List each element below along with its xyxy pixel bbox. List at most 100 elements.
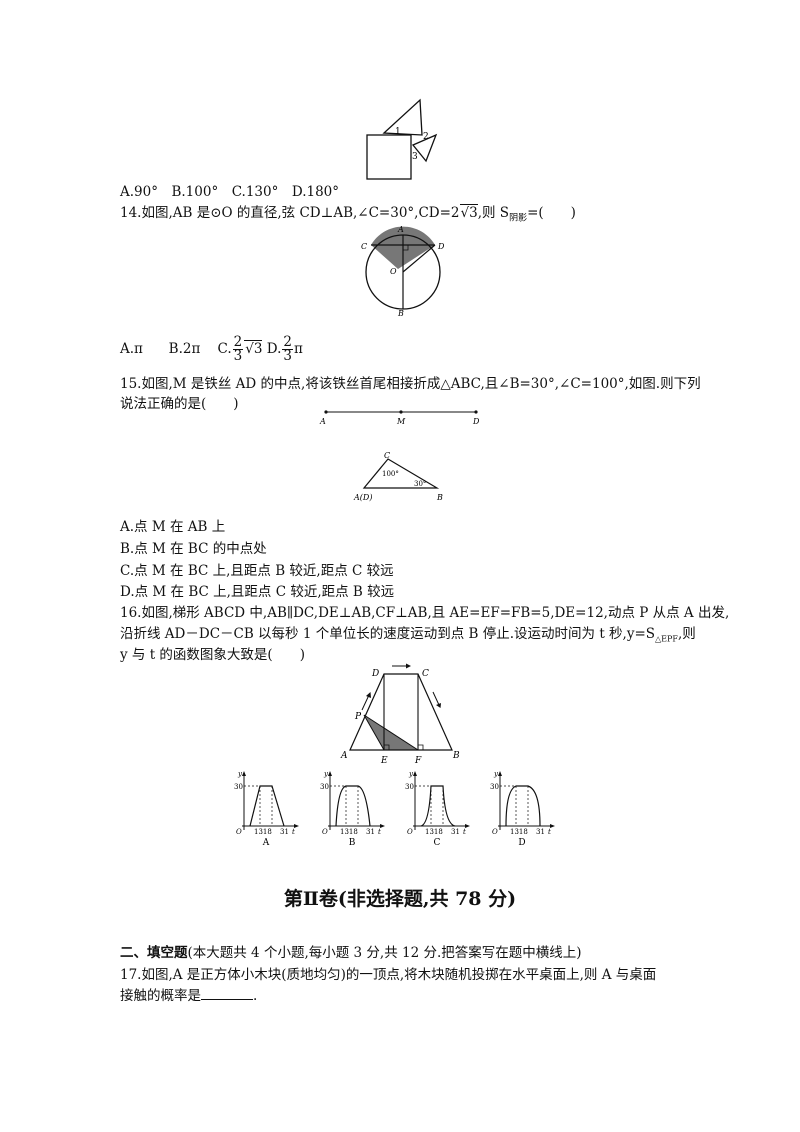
graph-curve (335, 785, 371, 827)
q14-label-d: D (437, 242, 445, 251)
q15-label-a: A (319, 417, 326, 426)
q16-stem-line3: y 与 t 的函数图象大致是( ) (120, 647, 305, 663)
q16-right-angle-e (384, 744, 390, 750)
graph-label-o: O (407, 828, 413, 836)
q14-opt-b: B.2π (168, 341, 201, 357)
q15-point-d (474, 410, 478, 414)
q14-label-a: A (397, 225, 404, 234)
q14-sqrt: √3 (459, 204, 478, 221)
graph-curve (505, 785, 541, 827)
q15-label-m: M (396, 417, 406, 426)
q15-label-angle-b: 30° (414, 480, 426, 488)
q14-opt-d-den: 3 (283, 348, 292, 364)
q15-point-m (399, 410, 403, 414)
q16-shaded-triangle (363, 714, 420, 751)
graph-option-name: D (518, 838, 525, 848)
graph-option-name: B (349, 838, 356, 848)
q13-triangle-top (382, 98, 423, 136)
graph-label-y: y (323, 770, 329, 778)
q15-triangle-figure: C 100° 30° A(D) B (353, 451, 443, 502)
sec2-heading-bold: 二、填空题 (120, 945, 188, 961)
graph-label-31: 31 (366, 828, 375, 836)
graph-label-31: 31 (280, 828, 289, 836)
graph-option-name: C (434, 838, 441, 848)
q15-option-a: A.点 M 在 AB 上 (120, 519, 226, 535)
q14-opt-c: C. (217, 341, 232, 357)
q13-label-2: 2 (423, 132, 429, 142)
q17-answer-blank[interactable] (201, 987, 253, 1000)
q14-opt-d-tail: π (294, 341, 303, 357)
q15-label-c: C (384, 451, 390, 460)
q16-label-p: P (354, 712, 362, 722)
graph-label-31: 31 (451, 828, 460, 836)
q16-arrow-top-head (406, 663, 411, 669)
graph-option-name: A (262, 838, 270, 848)
q14-opt-c-num: 2 (232, 334, 244, 350)
graph-label-1318: 1318 (425, 828, 443, 836)
graph-x-arrow (294, 824, 299, 828)
q13-square (366, 134, 412, 180)
graph-curve (249, 785, 285, 827)
sec2-heading-rest: (本大题共 4 个小题,每小题 3 分,共 12 分.把答案写在题中横线上) (187, 945, 582, 961)
q16-arrow-right (432, 691, 440, 706)
graph-label-y: y (493, 770, 499, 778)
q13-figure: 1 2 3 (366, 98, 438, 180)
q16-label-a: A (340, 751, 348, 761)
q14-opt-c-sqrt: √3 (244, 340, 263, 357)
q15-stem-line2: 说法正确的是( ) (120, 396, 239, 412)
graph-label-30: 30 (234, 783, 243, 791)
q15-stem-line1: 15.如图,M 是铁丝 AD 的中点,将该铁丝首尾相接折成△ABC,且∠B=30… (120, 376, 701, 392)
q14-label-c: C (361, 242, 367, 251)
q15-label-b: B (436, 493, 443, 502)
graph-label-o: O (322, 828, 328, 836)
q14-right-angle-mark (403, 245, 409, 251)
q14-stem-b: ,则 S (477, 205, 510, 221)
q14-opt-c-den: 3 (233, 348, 243, 364)
q16-trapezoid-figure: D C P A E F B (340, 663, 460, 766)
q16-label-d: D (371, 669, 379, 679)
q16-stem-line2-b: ,则 (677, 626, 696, 642)
q13-label-3: 3 (412, 152, 418, 162)
part2-title: 第Ⅱ卷(非选择题,共 78 分) (283, 888, 517, 910)
graph-label-30: 30 (320, 783, 329, 791)
q13-triangle-small (411, 133, 438, 163)
graph-label-30: 30 (490, 783, 499, 791)
graph-label-1318: 1318 (510, 828, 528, 836)
q13-options: A.90° B.100° C.130° D.180° (120, 184, 340, 200)
q16-arrow-left-head (366, 692, 371, 698)
q14-circle-figure: A C D O B (361, 225, 445, 317)
q15-wire-figure: A M D (319, 410, 480, 426)
q17-line2-b: . (253, 988, 258, 1004)
q16-stem-line2-a: 沿折线 AD－DC－CB 以每秒 1 个单位长的速度运动到点 B 停止.设运动时… (120, 626, 656, 642)
q14-stem-root: 3 (469, 205, 478, 221)
graph-label-o: O (492, 828, 498, 836)
graph-y-arrow (498, 771, 502, 776)
graph-label-t: t (292, 828, 295, 836)
q14-opt-c-root: 3 (253, 341, 263, 357)
q15-point-a (324, 410, 328, 414)
graph-label-y: y (408, 770, 414, 778)
q14-segment-od (402, 244, 436, 273)
graph-label-30: 30 (405, 783, 414, 791)
graph-x-arrow (380, 824, 385, 828)
graph-y-arrow (242, 771, 246, 776)
q16-stem-line1: 16.如图,梯形 ABCD 中,AB∥DC,DE⊥AB,CF⊥AB,且 AE=E… (120, 605, 730, 621)
q16-label-f: F (414, 756, 422, 766)
graph-label-1318: 1318 (254, 828, 272, 836)
graph-label-1318: 1318 (340, 828, 358, 836)
graph-label-t: t (463, 828, 466, 836)
graph-label-t: t (378, 828, 381, 836)
q14-opt-d: D. (266, 341, 282, 357)
graph-label-t: t (548, 828, 551, 836)
graph-y-arrow (328, 771, 332, 776)
q14-label-b: B (397, 309, 404, 317)
q16-arrow-left (361, 694, 370, 711)
sec2-heading: 二、填空题(本大题共 4 个小题,每小题 3 分,共 12 分.把答案写在题中横… (120, 944, 582, 962)
